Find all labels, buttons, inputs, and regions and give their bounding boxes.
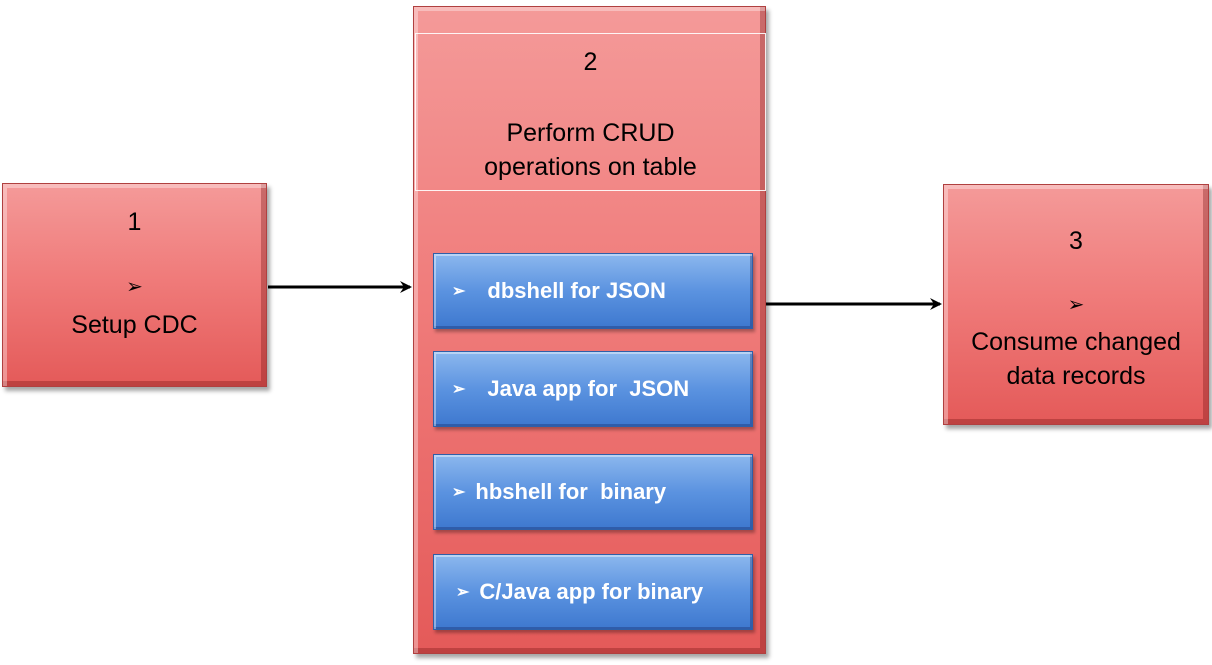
- step1-label: Setup CDC: [71, 311, 198, 339]
- method-label: hbshell for binary: [475, 479, 667, 504]
- step2-label-line2: operations on table: [484, 153, 697, 181]
- step1-number: 1: [127, 208, 142, 236]
- step1-setup-cdc-box: 1 ➢ Setup CDC: [2, 183, 267, 387]
- step2-crud-box: 2 Perform CRUD operations on table ➢ dbs…: [413, 6, 766, 654]
- step2-label-line1: Perform CRUD: [506, 119, 675, 147]
- method-label: dbshell for JSON: [487, 278, 666, 303]
- step1-bullet-icon: ➢: [126, 276, 143, 298]
- step3-label-line2: data records: [1006, 362, 1146, 390]
- step3-label: Consume changed data records: [944, 325, 1208, 393]
- step2-number: 2: [583, 48, 598, 76]
- bullet-arrow-icon: ➢: [456, 584, 470, 601]
- step2-label: Perform CRUD operations on table: [416, 116, 765, 184]
- method-hbshell-binary[interactable]: ➢ hbshell for binary: [433, 454, 753, 530]
- bullet-arrow-icon: ➢: [452, 381, 466, 398]
- step3-label-line1: Consume changed: [971, 328, 1181, 356]
- bullet-arrow-icon: ➢: [452, 484, 466, 501]
- method-dbshell-json[interactable]: ➢ dbshell for JSON: [433, 253, 753, 329]
- step3-consume-box: 3 ➢ Consume changed data records: [943, 184, 1209, 425]
- step2-header: 2 Perform CRUD operations on table: [415, 33, 766, 191]
- method-label: C/Java app for binary: [479, 579, 704, 604]
- method-label: Java app for JSON: [487, 376, 690, 401]
- method-c-java-app-binary[interactable]: ➢ C/Java app for binary: [433, 554, 753, 630]
- bullet-arrow-icon: ➢: [452, 283, 466, 300]
- step3-bullet-icon: ➢: [1067, 294, 1085, 316]
- method-java-app-json[interactable]: ➢ Java app for JSON: [433, 351, 753, 427]
- step3-number: 3: [1069, 227, 1083, 255]
